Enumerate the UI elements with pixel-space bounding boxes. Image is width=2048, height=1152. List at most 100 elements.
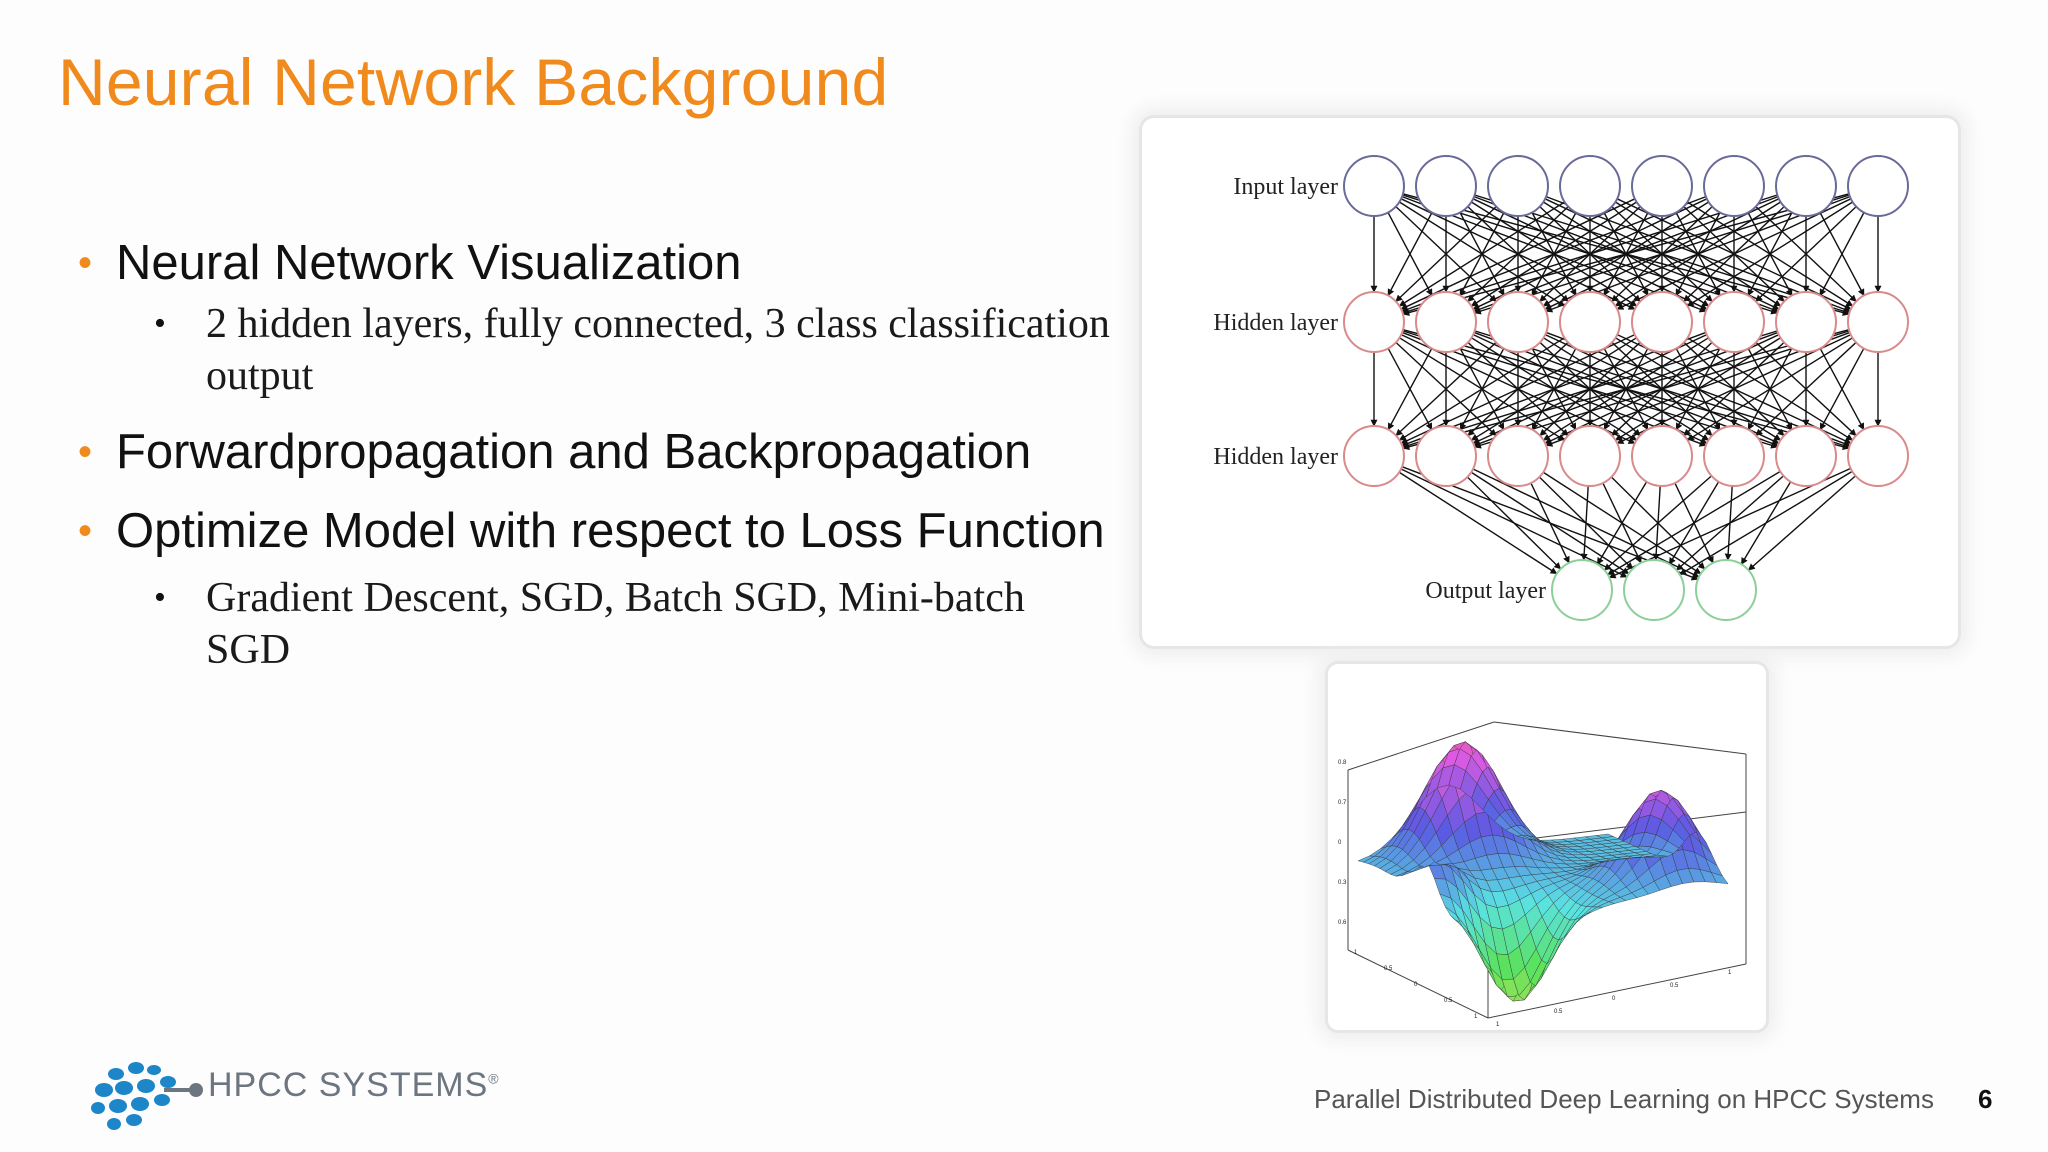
slide-title: Neural Network Background [58, 45, 889, 119]
neuron-node [1847, 425, 1909, 487]
connection-arrow [1401, 194, 1778, 315]
plot-box-edge [1347, 949, 1489, 1019]
neuron-node [1631, 155, 1693, 217]
neuron-node [1559, 425, 1621, 487]
connection-arrow [1402, 193, 1850, 316]
footer-text: Parallel Distributed Deep Learning on HP… [1314, 1084, 1934, 1114]
connection-arrow [1395, 206, 1497, 302]
neuron-node [1415, 291, 1477, 353]
hpcc-logo-text: HPCC SYSTEMS® [208, 1066, 500, 1104]
hpcc-logo-icon [91, 1062, 203, 1130]
y-tick-label: 1 [1496, 1022, 1500, 1028]
neuron-node [1487, 291, 1549, 353]
neuron-node [1343, 155, 1405, 217]
neuron-node [1847, 155, 1909, 217]
neuron-node [1343, 291, 1405, 353]
connection-arrow [1401, 330, 1778, 449]
neuron-node [1551, 559, 1613, 621]
sub-bullet-item: •2 hidden layers, fully connected, 3 cla… [78, 298, 1118, 402]
bullet-list: •Neural Network Visualization •2 hidden … [78, 235, 1118, 698]
neuron-node [1559, 155, 1621, 217]
connection-arrow [1596, 481, 1648, 565]
bullet-item: •Forwardpropagation and Backpropagation [78, 425, 1032, 479]
bullet-dot-icon: • [78, 430, 93, 474]
bullet-dot-icon: • [78, 509, 93, 553]
layer-label: Output layer [1425, 578, 1546, 604]
y-tick-label: 0 [1612, 996, 1616, 1002]
connection-arrow [1400, 334, 1636, 444]
x-tick-label: 0.5 [1384, 966, 1393, 972]
connection-arrow [1387, 348, 1433, 431]
neuron-node [1703, 291, 1765, 353]
sub-bullet-dot-icon: • [154, 305, 166, 342]
connection-arrow [1530, 482, 1570, 564]
connection-arrow [1686, 201, 1853, 307]
connection-arrow [1398, 471, 1558, 575]
neuron-node [1415, 155, 1477, 217]
z-tick-label: 0.7 [1338, 800, 1347, 806]
neuron-node [1775, 155, 1837, 217]
neuron-node [1487, 425, 1549, 487]
plot-box-edge [1347, 721, 1495, 771]
connection-arrow [1398, 337, 1565, 441]
neuron-node [1631, 291, 1693, 353]
connection-arrow [1580, 485, 1589, 561]
connection-arrow [1819, 212, 1865, 297]
neuron-node [1623, 559, 1685, 621]
connection-arrow [1395, 341, 1497, 437]
connection-arrow [1400, 198, 1636, 310]
plot-box-edge [1493, 721, 1747, 755]
connection-arrow [1755, 341, 1857, 437]
connection-arrow [1607, 470, 1781, 576]
layer-label: Hidden layer [1213, 310, 1338, 336]
neuron-node [1559, 291, 1621, 353]
connection-arrow [1398, 201, 1565, 307]
connection-arrow [1616, 198, 1852, 310]
connection-arrow [1747, 475, 1856, 571]
connection-arrow [1679, 470, 1853, 576]
sub-bullet-item: •Gradient Descent, SGD, Batch SGD, Mini-… [78, 572, 1118, 676]
y-tick-label: 0.5 [1554, 1009, 1563, 1015]
x-tick-label: 0.5 [1444, 998, 1453, 1004]
bullet-dot-icon: • [78, 241, 93, 285]
z-tick-label: 0.3 [1338, 880, 1347, 886]
layer-label: Input layer [1233, 174, 1338, 200]
connection-arrow [1387, 212, 1433, 297]
neuron-node [1775, 425, 1837, 487]
surface-patch [1710, 872, 1729, 884]
y-tick-label: 1 [1728, 970, 1732, 976]
connection-arrow [1402, 329, 1850, 451]
connection-arrow [1603, 475, 1712, 571]
connection-arrow [1473, 330, 1850, 449]
neuron-node [1703, 425, 1765, 487]
neuron-node [1415, 425, 1477, 487]
neuron-node [1343, 425, 1405, 487]
x-tick-label: 1 [1354, 950, 1358, 956]
plot-box-edge [1487, 963, 1747, 1019]
connection-arrow [1473, 194, 1850, 315]
connection-arrow [1466, 476, 1562, 570]
x-tick-label: 0 [1414, 982, 1418, 988]
bullet-item: •Neural Network Visualization [78, 236, 742, 290]
neuron-node [1703, 155, 1765, 217]
z-tick-label: 0.6 [1338, 920, 1347, 926]
y-tick-label: 0.5 [1670, 983, 1679, 989]
layer-label: Hidden layer [1213, 444, 1338, 470]
z-tick-label: 0 [1338, 840, 1342, 846]
x-tick-label: 1 [1474, 1014, 1478, 1020]
connection-arrow [1819, 348, 1865, 431]
neuron-node [1487, 155, 1549, 217]
connection-arrow [1755, 206, 1857, 302]
bullet-item: •Optimize Model with respect to Loss Fun… [78, 504, 1105, 558]
connection-arrow [1616, 334, 1852, 444]
connection-arrow [1686, 337, 1853, 441]
neuron-node [1775, 291, 1837, 353]
neuron-node [1847, 291, 1909, 353]
neuron-node [1631, 425, 1693, 487]
neuron-node [1695, 559, 1757, 621]
page-number: 6 [1978, 1084, 1993, 1114]
sub-bullet-dot-icon: • [154, 579, 166, 616]
